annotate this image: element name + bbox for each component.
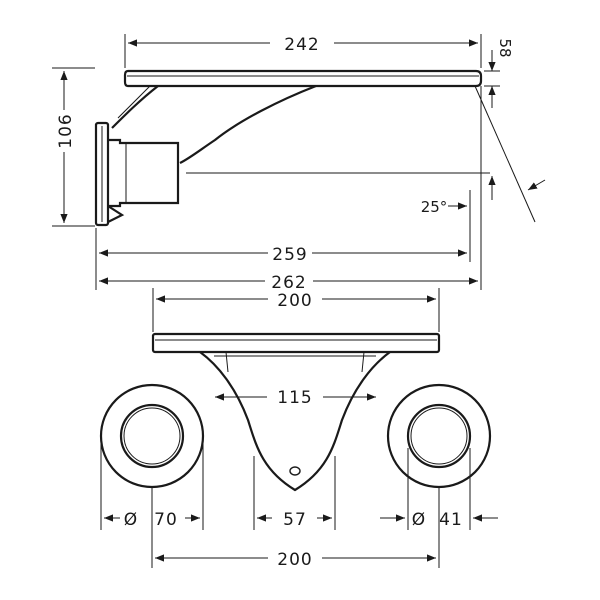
spout-body	[111, 85, 159, 129]
side-view	[94, 69, 536, 290]
dim-handle-diameter-symbol: Ø	[412, 510, 426, 530]
left-rosette	[99, 383, 205, 489]
dim-spout-thickness: 58	[496, 38, 514, 57]
side-dimensions: 242 58 106 25° 259 262	[52, 34, 546, 293]
front-spout-body	[199, 351, 391, 492]
aerator	[289, 466, 301, 476]
dim-top-width: 242	[284, 35, 319, 55]
wall-rosette	[94, 121, 110, 227]
dim-height: 106	[56, 113, 76, 148]
dim-rosette-diameter-symbol: Ø	[124, 510, 138, 530]
dim-front-width: 200	[277, 291, 312, 311]
body-cylinder	[108, 138, 180, 208]
front-dimensions: 200 115 Ø 70 57 Ø 41 200	[104, 291, 498, 570]
front-plate	[151, 332, 441, 354]
right-handle	[386, 383, 492, 489]
dim-body-width: 57	[283, 510, 307, 530]
dim-projection-a: 259	[272, 245, 307, 265]
dim-rosette-diameter: 70	[154, 510, 178, 530]
dim-handle-diameter: 41	[439, 510, 463, 530]
front-view	[99, 288, 492, 568]
dim-centers: 200	[277, 550, 312, 570]
dim-projection-b: 262	[271, 273, 306, 293]
dim-angle: 25°	[421, 198, 448, 216]
dim-inner-width: 115	[277, 388, 312, 408]
spout-plate	[123, 69, 483, 88]
